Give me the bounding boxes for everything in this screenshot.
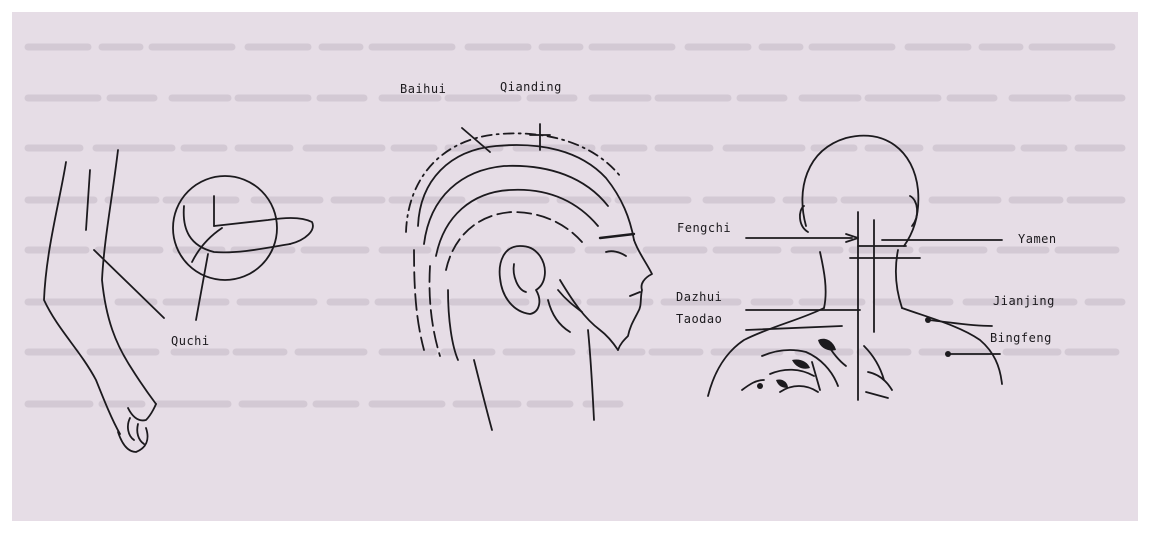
label-taodao: Taodao — [676, 312, 722, 326]
label-dazhui: Dazhui — [676, 290, 722, 304]
label-jianjing: Jianjing — [993, 294, 1055, 308]
back-view-drawing — [708, 136, 1002, 400]
label-baihui: Baihui — [400, 82, 446, 96]
arm-drawing — [44, 150, 313, 452]
head-profile-drawing — [406, 124, 652, 430]
label-bingfeng: Bingfeng — [990, 331, 1052, 345]
label-yamen: Yamen — [1018, 232, 1057, 246]
label-qianding: Qianding — [500, 80, 562, 94]
label-fengchi: Fengchi — [677, 221, 731, 235]
label-quchi: Quchi — [171, 334, 210, 348]
